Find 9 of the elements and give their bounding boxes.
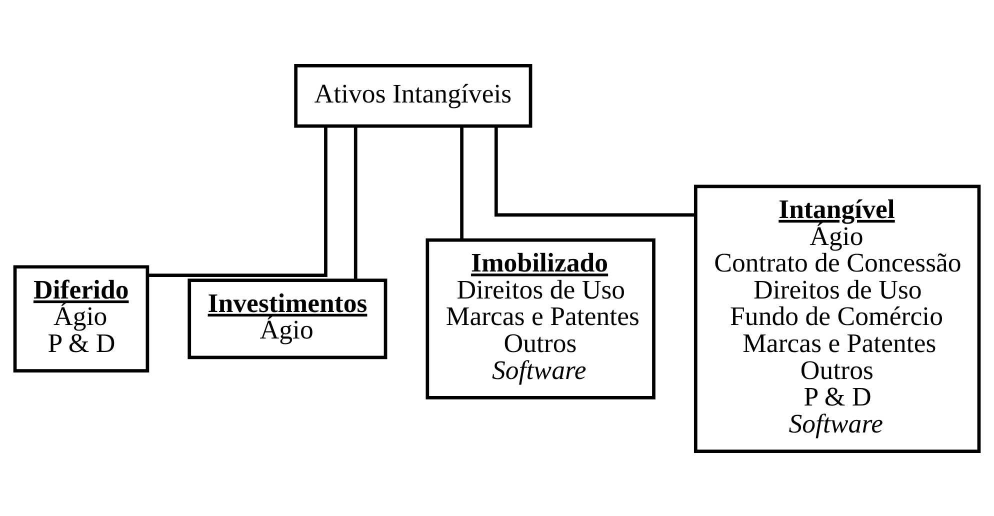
node-box: Intangível Ágio Contrato de Concessão Direitos de Uso Fundo de Comércio Marcas e Patentes Outros P & D Software xyxy=(694,184,981,452)
node-box: Ativos Intangíveis xyxy=(294,64,532,128)
connector xyxy=(494,126,696,216)
connector xyxy=(354,126,358,280)
connector xyxy=(148,126,328,276)
connector xyxy=(460,126,464,240)
node-box: Imobilizado Direitos de Uso Marcas e Patentes Outros Software xyxy=(426,238,656,399)
node-box: Diferido Ágio P & D xyxy=(13,264,150,372)
node-box: Investimentos Ágio xyxy=(188,278,388,359)
